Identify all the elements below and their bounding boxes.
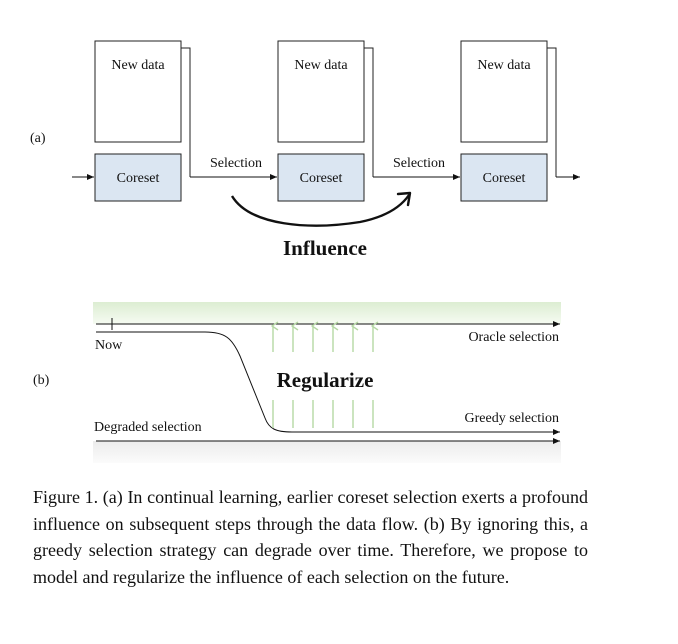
regularize-arrows — [273, 326, 373, 428]
selection-label-2: Selection — [393, 156, 445, 171]
data-flow-bracket — [547, 47, 557, 177]
new-data-label: New data — [477, 58, 531, 73]
influence-arrow — [230, 194, 410, 227]
influence-label: Influence — [283, 236, 367, 260]
new-data-label: New data — [111, 58, 165, 73]
coreset-box — [94, 153, 182, 202]
stage-3: New data Coreset — [460, 40, 557, 202]
oracle-band — [93, 302, 561, 324]
regularize-label: Regularize — [277, 368, 374, 392]
now-label: Now — [95, 338, 123, 353]
figure-diagram: (a) New data Coreset New data Coreset Ne… — [30, 40, 580, 463]
degraded-selection-label: Degraded selection — [94, 420, 202, 435]
greedy-curve — [96, 331, 560, 435]
degraded-band — [93, 441, 561, 463]
coreset-label: Coreset — [483, 171, 526, 186]
data-flow-bracket — [181, 47, 191, 177]
new-data-label: New data — [294, 58, 348, 73]
greedy-selection-label: Greedy selection — [465, 411, 559, 426]
new-data-box — [94, 40, 182, 143]
figure-caption: Figure 1. (a) In continual learning, ear… — [33, 487, 588, 587]
coreset-box — [277, 153, 365, 202]
new-data-box — [277, 40, 365, 143]
coreset-label: Coreset — [117, 171, 160, 186]
stage-2: New data Coreset — [277, 40, 374, 202]
influence-arrowhead — [396, 191, 412, 207]
stage-1: New data Coreset — [94, 40, 191, 202]
panel-b-label: (b) — [33, 373, 50, 388]
data-flow-bracket — [364, 47, 374, 177]
coreset-label: Coreset — [300, 171, 343, 186]
selection-label-1: Selection — [210, 156, 262, 171]
coreset-box — [460, 153, 548, 202]
new-data-box — [460, 40, 548, 143]
oracle-selection-label: Oracle selection — [468, 330, 559, 345]
panel-a-label: (a) — [30, 131, 46, 146]
